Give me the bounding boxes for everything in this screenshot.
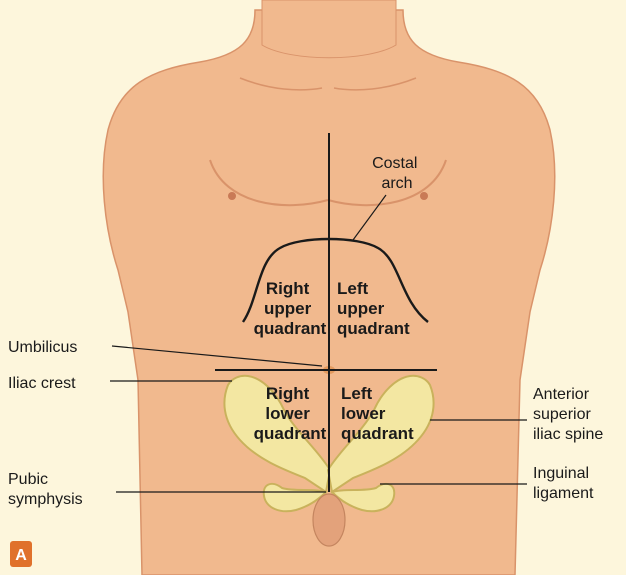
costal-arch-line1: Costal: [372, 155, 417, 172]
nipple-left: [420, 192, 428, 200]
genital-region: [313, 494, 345, 546]
inguinal-ligament-label: Inguinal ligament: [533, 465, 594, 502]
rlq-line1: Right: [266, 384, 310, 403]
asis-line1: Anterior: [533, 386, 590, 403]
ruq-line3: quadrant: [254, 319, 327, 338]
rlq-line3: quadrant: [254, 424, 327, 443]
umbilicus-label: Umbilicus: [8, 339, 77, 356]
luq-line1: Left: [337, 279, 369, 298]
panel-badge-label: A: [15, 547, 27, 564]
rlq-line2: lower: [265, 404, 310, 423]
nipple-right: [228, 192, 236, 200]
pubic-symphysis-line1: Pubic: [8, 471, 48, 488]
luq-line2: upper: [337, 299, 385, 318]
llq-line1: Left: [341, 384, 373, 403]
ruq-line2: upper: [264, 299, 312, 318]
iliac-crest-label: Iliac crest: [8, 375, 76, 392]
asis-line2: superior: [533, 406, 591, 423]
costal-arch-line2: arch: [381, 175, 412, 192]
llq-line3: quadrant: [341, 424, 414, 443]
luq-line3: quadrant: [337, 319, 410, 338]
asis-label: Anterior superior iliac spine: [533, 386, 603, 443]
neck: [262, 0, 396, 58]
inguinal-ligament-line2: ligament: [533, 485, 594, 502]
ruq-line1: Right: [266, 279, 310, 298]
pubic-symphysis-label: Pubic symphysis: [8, 471, 83, 508]
pubic-symphysis-line2: symphysis: [8, 491, 83, 508]
asis-line3: iliac spine: [533, 426, 603, 443]
inguinal-ligament-line1: Inguinal: [533, 465, 589, 482]
llq-line2: lower: [341, 404, 386, 423]
